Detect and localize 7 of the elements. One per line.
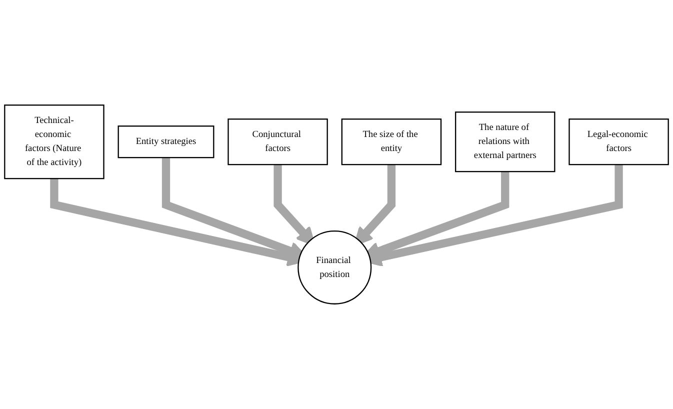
node-box: The nature of relations with external partners <box>454 112 556 172</box>
node-box: Technical-economic factors (Nature of the activity) <box>4 104 104 180</box>
node-box: Entity strategies <box>118 126 214 158</box>
node-box: Legal-economic factors <box>568 118 669 166</box>
node-circle: Financial position <box>298 230 372 304</box>
node-box: Conjunctural factors <box>228 118 328 166</box>
node-box: The size of the entity <box>341 118 442 166</box>
